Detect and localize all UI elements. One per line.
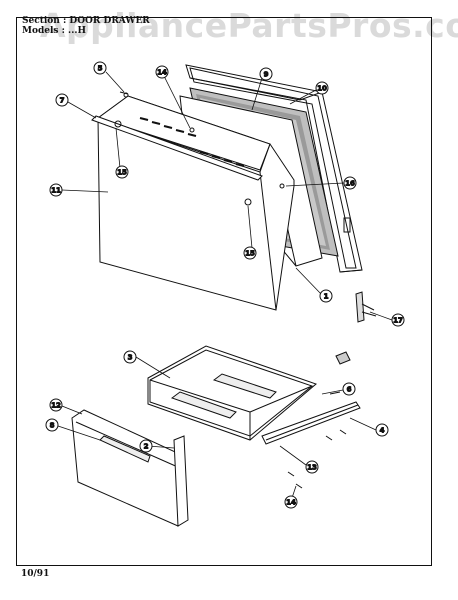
svg-text:7: 7 <box>60 97 65 105</box>
drawer-front-panel <box>71 409 185 527</box>
svg-text:15: 15 <box>245 250 255 258</box>
callout-16: 16 <box>343 176 357 190</box>
callout-5: 5 <box>93 61 107 75</box>
callout-15-left: 15 <box>115 165 129 179</box>
svg-text:13: 13 <box>307 464 317 472</box>
leader-lines <box>57 71 393 499</box>
watermark-text: AppliancePartsPros.com <box>40 6 458 45</box>
callout-12: 12 <box>49 398 63 412</box>
callout-6: 6 <box>342 382 356 396</box>
outer-door-panel <box>91 92 295 311</box>
footer-date-code: 10/91 <box>21 569 50 579</box>
svg-text:9: 9 <box>264 71 269 79</box>
drawer-body-part <box>147 345 317 441</box>
callout-14-bottom: 14 <box>284 495 298 509</box>
svg-text:10: 10 <box>317 85 327 93</box>
callout-2: 2 <box>139 439 153 453</box>
svg-text:14: 14 <box>157 69 167 77</box>
svg-text:16: 16 <box>345 180 355 188</box>
callout-9: 9 <box>259 67 273 81</box>
svg-text:2: 2 <box>144 443 149 451</box>
callout-17: 17 <box>391 313 405 327</box>
callout-13: 13 <box>305 460 319 474</box>
svg-text:5: 5 <box>98 65 103 73</box>
model-line: Models : ...H <box>22 26 86 36</box>
drawer-rail-part <box>261 401 361 445</box>
header-block: Section : DOOR DRAWER Models : ...H <box>22 16 150 36</box>
callout-14-top: 14 <box>155 65 169 79</box>
door-hinge-bracket <box>355 291 377 323</box>
svg-text:15: 15 <box>117 169 127 177</box>
svg-text:12: 12 <box>51 402 61 410</box>
svg-text:8: 8 <box>50 422 55 430</box>
callout-4: 4 <box>375 423 389 437</box>
svg-text:6: 6 <box>347 386 352 394</box>
svg-text:4: 4 <box>380 427 385 435</box>
callout-1: 1 <box>319 289 333 303</box>
svg-text:1: 1 <box>324 293 329 301</box>
svg-text:17: 17 <box>393 317 403 325</box>
callout-10: 10 <box>315 81 329 95</box>
callout-7: 7 <box>55 93 69 107</box>
callout-11: 11 <box>49 183 63 197</box>
drawer-clip-part <box>335 351 351 365</box>
callout-3: 3 <box>123 350 137 364</box>
diagram-frame <box>16 17 432 566</box>
callout-8: 8 <box>45 418 59 432</box>
callout-markers: 5 14 9 10 7 15 11 16 15 1 17 3 6 12 8 4 … <box>45 61 405 509</box>
screw-parts <box>119 91 347 489</box>
callout-15-right: 15 <box>243 246 257 260</box>
drawer-side-panel <box>173 435 189 527</box>
svg-text:3: 3 <box>128 354 133 362</box>
svg-text:14: 14 <box>286 499 296 507</box>
svg-text:11: 11 <box>51 187 61 195</box>
section-title: Section : DOOR DRAWER <box>22 16 150 26</box>
